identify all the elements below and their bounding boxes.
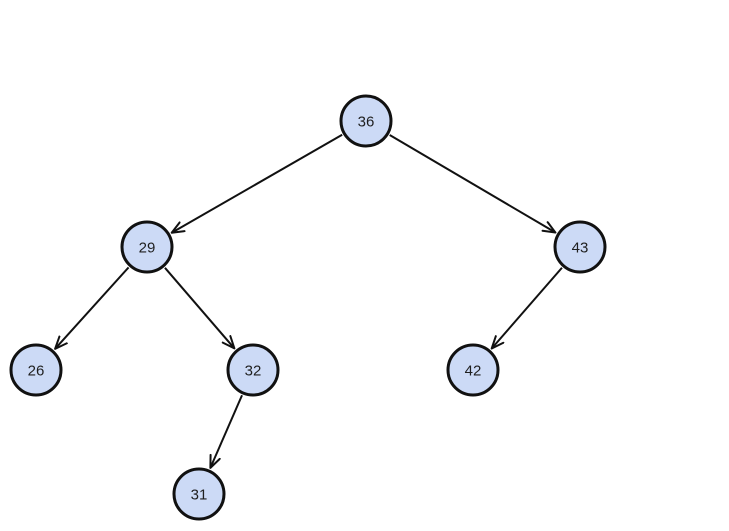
tree-node-label: 36 <box>358 113 375 130</box>
tree-node-label: 29 <box>139 239 156 256</box>
tree-node-circle <box>120 220 174 274</box>
tree-edge-29-26 <box>54 266 130 350</box>
tree-node-label: 42 <box>465 362 482 379</box>
tree-node-circle <box>339 94 393 148</box>
tree-node-circle <box>172 467 226 521</box>
nodes-layer: 36 29 43 26 32 42 31 <box>9 94 607 521</box>
tree-node-label: 26 <box>28 362 45 379</box>
tree-node-label: 32 <box>245 362 262 379</box>
tree-node-circle <box>226 343 280 397</box>
tree-node-label: 31 <box>191 486 208 503</box>
tree-edge-29-32 <box>164 267 236 350</box>
tree-node-circle <box>553 220 607 274</box>
edges-layer <box>54 133 563 469</box>
tree-node-43: 43 <box>553 220 607 274</box>
tree-node-26: 26 <box>9 343 63 397</box>
tree-edge-36-43 <box>389 134 557 234</box>
tree-edge-36-29 <box>170 133 343 234</box>
tree-edge-43-42 <box>490 267 563 350</box>
tree-node-29: 29 <box>120 220 174 274</box>
tree-node-32: 32 <box>226 343 280 397</box>
tree-node-36: 36 <box>339 94 393 148</box>
tree-node-circle <box>9 343 63 397</box>
tree-edge-32-31 <box>209 394 243 469</box>
tree-node-42: 42 <box>446 343 500 397</box>
tree-node-label: 43 <box>572 239 589 256</box>
tree-node-circle <box>446 343 500 397</box>
tree-node-31: 31 <box>172 467 226 521</box>
